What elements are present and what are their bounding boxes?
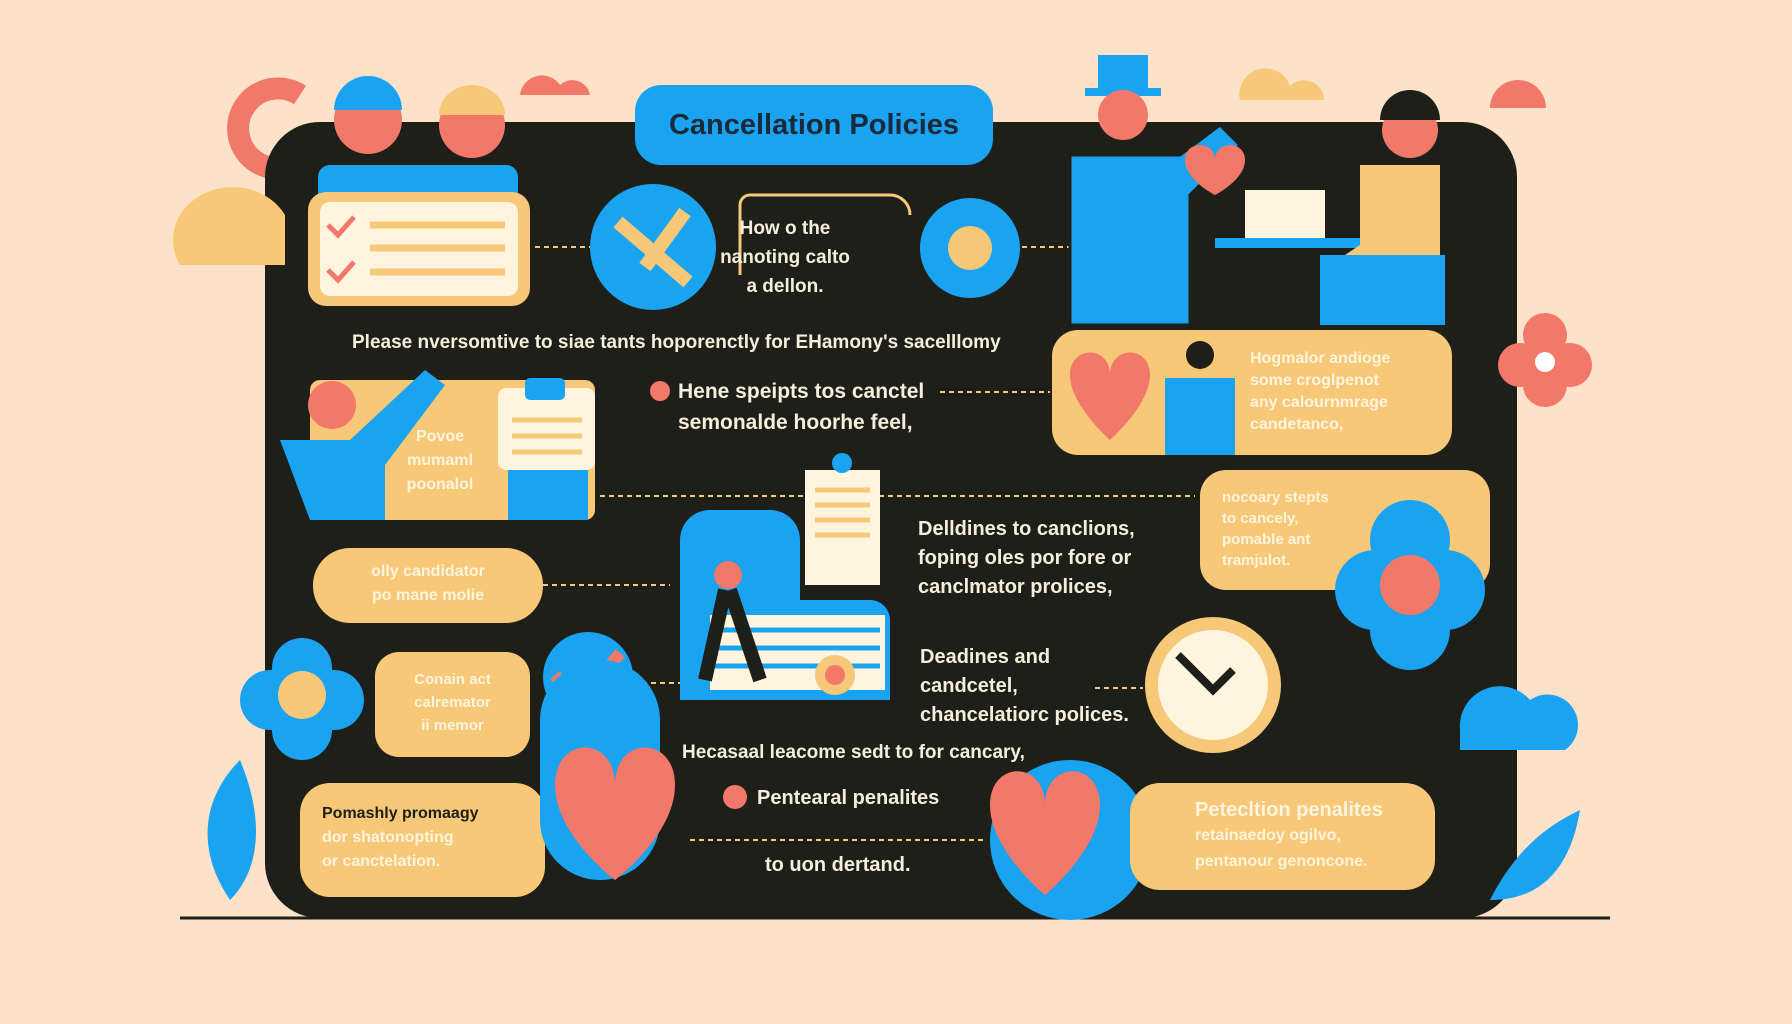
text-line: nocoary stepts <box>1222 489 1329 506</box>
text-line: canclmator prolices, <box>918 576 1113 598</box>
text-line: a dellon. <box>746 276 824 297</box>
text-line: pentanour genoncone. <box>1195 853 1368 870</box>
text-line: olly candidator <box>371 563 485 580</box>
text-line: mumaml <box>407 452 473 469</box>
cloud-icon <box>1459 686 1579 750</box>
bottom-left-card-text: Pomashly promaagy dor shatonopting or ca… <box>322 802 479 874</box>
deadlines-text-1: Delldines to canclions, foping oles por … <box>918 515 1135 602</box>
left-small-card-text: Conain act calremator ii memor <box>375 668 530 737</box>
intro-line: Please nversomtive to siae tants hoporen… <box>352 332 1001 353</box>
text-line: any calournmrage <box>1250 394 1388 411</box>
text-line: Povoe <box>415 428 464 445</box>
text-line: Delldines to canclions, <box>918 518 1135 540</box>
right-card-text: nocoary stepts to cancely, pomable ant t… <box>1222 487 1329 571</box>
top-center-text: How o the nanoting calto a dellon. <box>720 214 850 301</box>
top-right-card-text: Hogmalor andioge some croglpenot any cal… <box>1250 348 1390 436</box>
text-line: chancelatiorc polices. <box>920 704 1129 726</box>
text-line: ii memor <box>421 717 484 734</box>
flower-icon <box>1498 313 1592 407</box>
text-line: Hogmalor andioge <box>1250 350 1391 367</box>
middle-line: Hecasaal leacome sedt to for cancary, <box>682 742 1025 763</box>
cloud-icon <box>1239 68 1324 100</box>
left-pill-text: olly candidator po mane molie <box>313 560 543 608</box>
text-line: dor shatonopting <box>322 829 454 846</box>
text-line: retainaedoy ogilvo, <box>1195 827 1341 844</box>
cloud-icon <box>1490 80 1546 108</box>
penalties-heading: Pentearal penalites <box>757 787 940 809</box>
laptop-icon <box>1245 190 1325 240</box>
text-line: poonalol <box>406 476 474 493</box>
text-line: po mane molie <box>371 587 485 604</box>
penalties-subtext: to uon dertand. <box>765 854 911 876</box>
text-line: tramjulot. <box>1222 552 1291 569</box>
text-line: nanoting calto <box>720 247 850 268</box>
text-line: How o the <box>739 218 831 239</box>
key-icon <box>172 187 285 265</box>
bottom-right-card-text: Petecltion penalites retainaedoy ogilvo,… <box>1195 797 1383 875</box>
heart-icon <box>555 747 675 880</box>
text-line: pomable ant <box>1222 531 1311 548</box>
text-line: foping oles por fore or <box>918 547 1132 569</box>
text-line: Petecltion penalites <box>1195 799 1383 821</box>
text-line: Conain act <box>414 671 491 688</box>
clipboard-icon <box>498 388 595 470</box>
heart-icon <box>1070 352 1150 440</box>
text-line: Hene speipts tos canctel <box>678 380 925 403</box>
text-line: to cancely, <box>1222 510 1299 527</box>
text-line: or canctelation. <box>322 853 441 870</box>
text-line: candcetel, <box>920 675 1018 697</box>
heart-icon <box>1185 145 1245 195</box>
text-line: Deadines and <box>920 646 1051 668</box>
text-line: some croglpenot <box>1250 372 1379 389</box>
left-card-text: Povoe mumaml poonalol <box>385 425 495 497</box>
heart-icon <box>990 771 1100 895</box>
text-line: calremator <box>414 694 491 711</box>
cloud-icon <box>520 75 590 95</box>
text-line: semonalde hoorhe feel, <box>678 411 913 434</box>
text-line: candetanco, <box>1250 416 1344 433</box>
deadlines-text-2: Deadines and candcetel, chancelatiorc po… <box>920 643 1129 730</box>
page-title: Cancellation Policies <box>635 85 993 165</box>
middle-heading: Hene speipts tos canctel semonalde hoorh… <box>678 376 924 438</box>
text-line: Pomashly promaagy <box>322 805 479 822</box>
